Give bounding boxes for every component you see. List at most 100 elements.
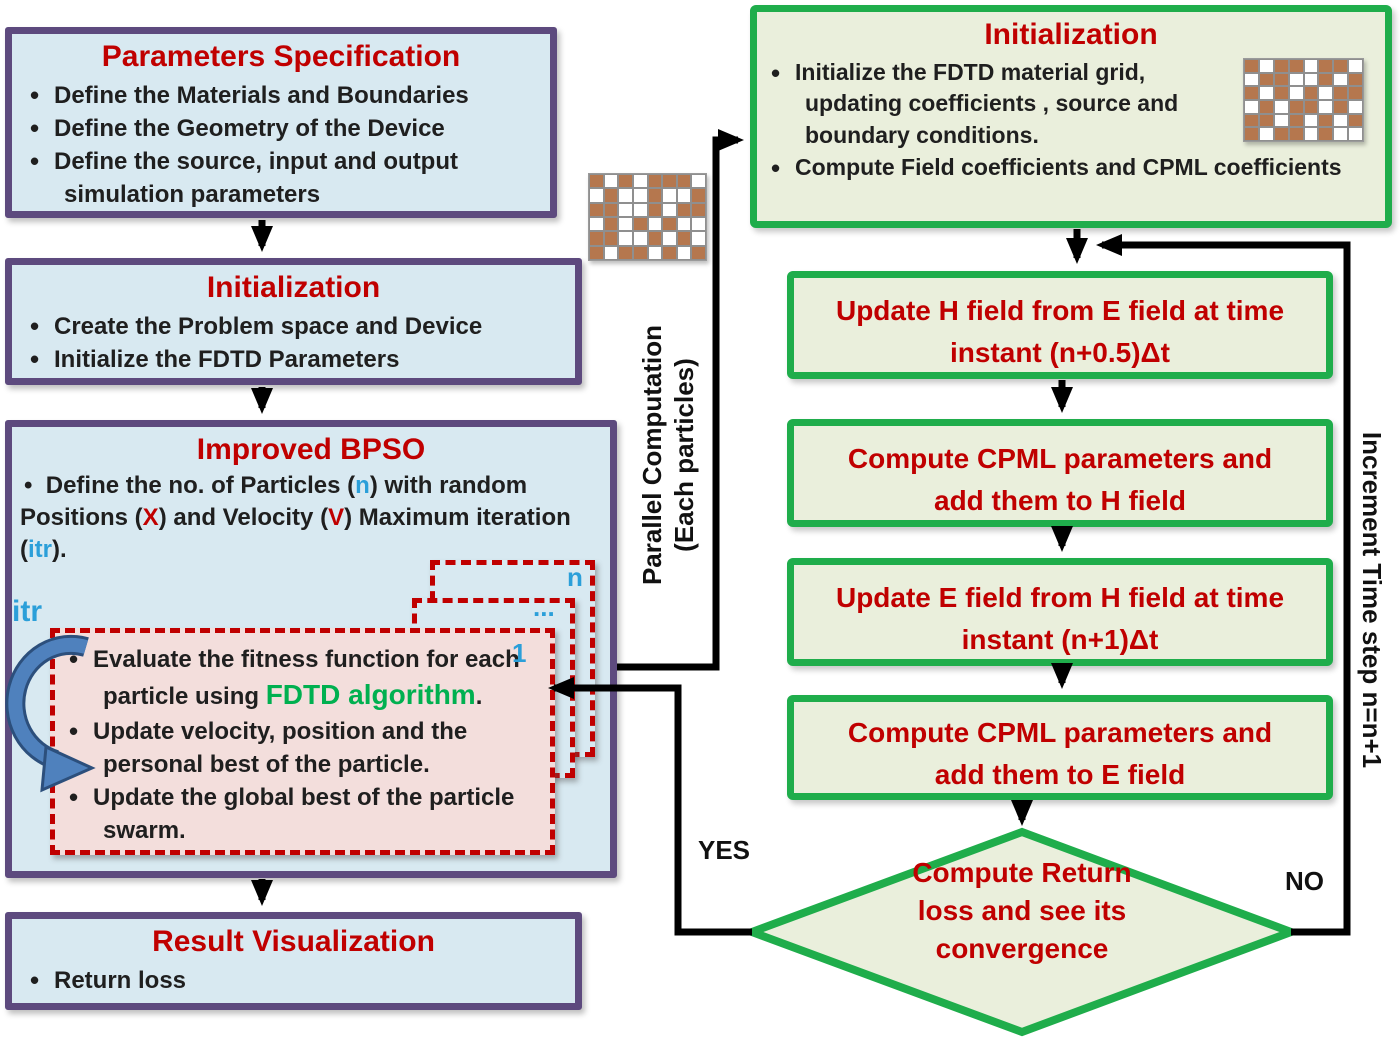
grid-cell bbox=[603, 174, 619, 189]
grid-cell bbox=[1258, 86, 1274, 100]
particle-frame-dots-label: ... bbox=[533, 592, 555, 622]
grid-cell bbox=[1273, 59, 1289, 73]
grid-cell bbox=[647, 188, 663, 203]
grid-cell bbox=[589, 231, 604, 246]
material-grid-right bbox=[1243, 58, 1364, 142]
grid-cell bbox=[1273, 113, 1289, 128]
grid-cell bbox=[1348, 113, 1363, 128]
list-item: Define the Materials and Boundaries bbox=[28, 77, 542, 113]
initialization-left-title: Initialization bbox=[206, 271, 381, 304]
grid-cell bbox=[1303, 113, 1319, 128]
grid-cell bbox=[603, 245, 619, 260]
no-label: NO bbox=[1285, 866, 1324, 896]
grid-cell bbox=[1258, 72, 1274, 87]
bpso-intro-text: • Define the no. of Particles (n) with r… bbox=[20, 471, 571, 564]
grid-cell bbox=[1348, 86, 1363, 100]
result-visualization-box: Result Visualization Return loss bbox=[5, 912, 582, 1010]
list-item: Update the global best of the particle s… bbox=[67, 780, 542, 847]
bpso-inner-list: Evaluate the fitness function for each p… bbox=[55, 642, 550, 847]
grid-cell bbox=[691, 188, 706, 203]
grid-cell bbox=[1244, 127, 1259, 141]
grid-cell bbox=[1318, 86, 1334, 100]
grid-cell bbox=[662, 174, 677, 189]
grid-cell bbox=[691, 174, 706, 189]
grid-cell bbox=[1273, 99, 1289, 114]
grid-cell bbox=[1333, 99, 1349, 114]
list-item: Initialize the FDTD Parameters bbox=[28, 342, 567, 378]
grid-cell bbox=[589, 174, 604, 189]
grid-cell bbox=[1303, 72, 1319, 87]
grid-cell bbox=[1288, 113, 1304, 128]
grid-cell bbox=[1288, 99, 1304, 114]
grid-cell bbox=[676, 188, 692, 203]
itr-label: itr bbox=[12, 595, 42, 628]
grid-cell bbox=[589, 245, 604, 260]
parameters-specification-title: Parameters Specification bbox=[101, 40, 461, 73]
list-item: Create the Problem space and Device bbox=[28, 308, 567, 344]
list-item: Evaluate the fitness function for each p… bbox=[67, 642, 542, 715]
fdtd-algorithm-text: FDTD algorithm bbox=[265, 679, 476, 711]
grid-cell bbox=[1244, 113, 1259, 128]
grid-cell bbox=[1244, 72, 1259, 87]
grid-cell bbox=[1244, 86, 1259, 100]
list-item: Compute Field coefficients and CPML coef… bbox=[769, 151, 1377, 187]
grid-cell bbox=[1273, 72, 1289, 87]
grid-cell bbox=[1333, 86, 1349, 100]
grid-cell bbox=[589, 216, 604, 232]
grid-cell bbox=[1303, 127, 1319, 141]
result-list: Return loss bbox=[12, 962, 575, 998]
grid-cell bbox=[618, 174, 633, 189]
list-item: Return loss bbox=[28, 962, 567, 998]
initialization-left-list: Create the Problem space and Device Init… bbox=[12, 308, 575, 378]
grid-cell bbox=[632, 188, 648, 203]
initialization-left-box: Initialization Create the Problem space … bbox=[5, 258, 582, 385]
grid-cell bbox=[1303, 99, 1319, 114]
yes-label: YES bbox=[698, 835, 751, 865]
grid-cell bbox=[1303, 86, 1319, 100]
grid-cell bbox=[589, 188, 604, 203]
grid-cell bbox=[1318, 113, 1334, 128]
grid-cell bbox=[1244, 59, 1259, 73]
grid-cell bbox=[1348, 127, 1363, 141]
grid-cell bbox=[1318, 59, 1334, 73]
parameters-specification-box: Parameters Specification Define the Mate… bbox=[5, 27, 557, 218]
grid-cell bbox=[647, 174, 663, 189]
grid-cell bbox=[1288, 59, 1304, 73]
grid-cell bbox=[1333, 72, 1349, 87]
particle-frame-1-label: 1 bbox=[512, 638, 527, 668]
result-visualization-title: Result Visualization bbox=[152, 925, 435, 958]
grid-cell bbox=[1288, 86, 1304, 100]
grid-cell bbox=[1318, 127, 1334, 141]
increment-time-step-label: Increment Time step n=n+1 bbox=[1357, 431, 1388, 769]
initialization-right-title: Initialization bbox=[984, 18, 1158, 51]
grid-cell bbox=[1333, 59, 1349, 73]
list-item: Define the source, input and output simu… bbox=[28, 144, 542, 211]
grid-cell bbox=[1288, 127, 1304, 141]
convergence-diamond-text: Compute Return loss and see its converge… bbox=[912, 857, 1132, 964]
grid-cell bbox=[1303, 59, 1319, 73]
grid-cell bbox=[603, 188, 619, 203]
list-item: Update velocity, position and the person… bbox=[67, 714, 542, 781]
grid-cell bbox=[1348, 72, 1363, 87]
grid-cell bbox=[1333, 113, 1349, 128]
grid-cell bbox=[1244, 99, 1259, 114]
grid-cell bbox=[632, 174, 648, 189]
grid-cell bbox=[1273, 127, 1289, 141]
parameters-specification-list: Define the Materials and Boundaries Defi… bbox=[12, 77, 550, 211]
grid-cell bbox=[618, 188, 633, 203]
grid-cell bbox=[676, 174, 692, 189]
grid-cell bbox=[1333, 127, 1349, 141]
grid-cell bbox=[589, 202, 604, 217]
list-item: Define the Geometry of the Device bbox=[28, 111, 542, 147]
grid-cell bbox=[1288, 72, 1304, 87]
particle-frame-n-label: n bbox=[567, 562, 583, 592]
grid-cell bbox=[1258, 127, 1274, 141]
initialization-right-list: Initialize the FDTD material grid, updat… bbox=[757, 55, 1385, 187]
grid-cell bbox=[1258, 59, 1274, 73]
grid-cell bbox=[1348, 99, 1363, 114]
